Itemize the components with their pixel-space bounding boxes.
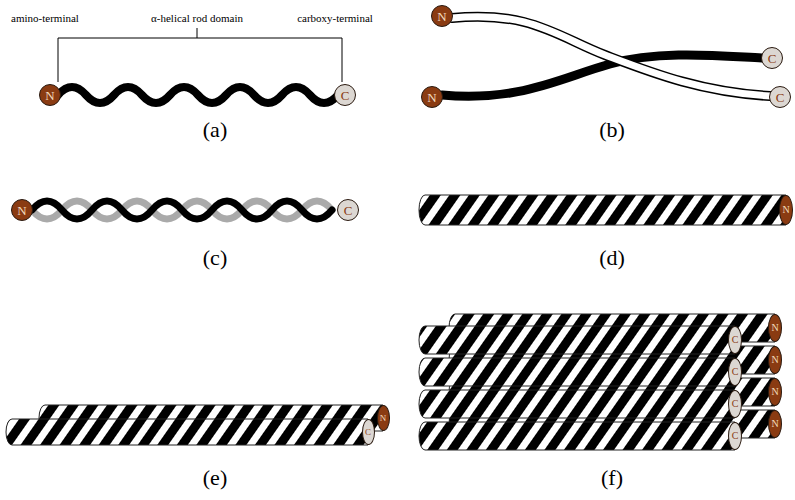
amino-end-cap: N [768, 410, 782, 438]
terminal-letter: N [771, 355, 778, 365]
terminal-letter: N [380, 414, 387, 423]
part-label: amino-terminal [11, 12, 79, 24]
monomer-strand [58, 87, 338, 103]
carboxy-end-cap: C [728, 422, 742, 450]
panel-label: (d) [599, 246, 625, 270]
panel-label: (a) [203, 118, 227, 142]
terminal-letter: N [771, 387, 778, 397]
terminal-letter: N [427, 91, 436, 104]
amino-end-cap: N [768, 378, 782, 406]
terminal-letter: N [771, 323, 778, 333]
rod-bracket [58, 28, 342, 82]
terminal-letter: C [732, 335, 739, 345]
amino-end-cap: N [377, 405, 390, 431]
filament-rod [419, 195, 786, 225]
panel-label: (b) [599, 118, 625, 142]
part-label: α-helical rod domain [151, 12, 243, 24]
monomer-strand [452, 17, 770, 96]
terminal-letter: C [365, 428, 371, 437]
dimer-strand [32, 201, 332, 219]
carboxy-end-cap: C [337, 199, 359, 221]
panel-label: (e) [203, 466, 227, 490]
panel-label: (c) [203, 246, 227, 270]
amino-end-cap: N [768, 346, 782, 374]
amino-end-cap: N [779, 195, 793, 225]
dimer-strand [32, 201, 332, 219]
carboxy-end-cap: C [761, 47, 783, 69]
amino-end-cap: N [11, 199, 33, 221]
terminal-letter: N [17, 204, 26, 217]
terminal-letter: C [768, 52, 777, 65]
panel-label: (f) [601, 466, 623, 490]
carboxy-end-cap: C [728, 390, 742, 418]
filament-rod [6, 419, 368, 445]
amino-end-cap: N [431, 5, 453, 27]
carboxy-end-cap: C [362, 419, 375, 445]
terminal-letter: C [341, 89, 350, 102]
carboxy-end-cap: C [728, 326, 742, 354]
amino-end-cap: N [39, 84, 61, 106]
terminal-letter: C [732, 367, 739, 377]
amino-end-cap: N [421, 86, 443, 108]
carboxy-end-cap: C [769, 86, 791, 108]
filament-bundle [419, 314, 775, 450]
terminal-letter: N [782, 205, 789, 215]
terminal-letter: C [732, 399, 739, 409]
terminal-letter: C [776, 91, 785, 104]
terminal-letter: C [344, 204, 353, 217]
terminal-letter: N [437, 10, 446, 23]
terminal-letter: C [732, 431, 739, 441]
monomer-strand [452, 17, 770, 96]
carboxy-end-cap: C [334, 84, 356, 106]
terminal-letter: N [771, 419, 778, 429]
part-label: carboxy-terminal [297, 12, 373, 24]
carboxy-end-cap: C [728, 358, 742, 386]
amino-end-cap: N [768, 314, 782, 342]
terminal-letter: N [45, 89, 54, 102]
